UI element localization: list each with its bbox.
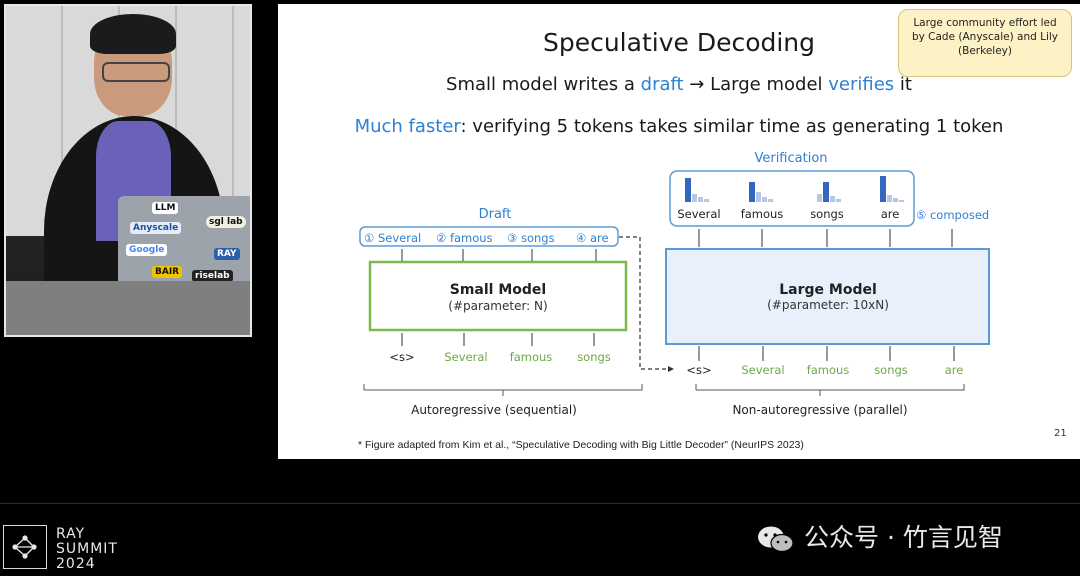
draft-token: ② famous (436, 231, 493, 245)
small-input: Several (444, 350, 487, 364)
large-model-title: Large Model (779, 282, 877, 298)
small-input: songs (577, 350, 611, 364)
sticker-bair: BAIR (152, 266, 183, 278)
speaker-hair (90, 14, 176, 54)
small-input: famous (510, 350, 553, 364)
draft-token: ① Several (364, 231, 421, 245)
large-model-arrows (698, 229, 955, 361)
laptop: LLM Anyscale sgl lab BAIR RAY riselab Go… (118, 196, 250, 286)
page-number: 21 (1054, 428, 1067, 439)
slide-subtitle-1: Small model writes a draft → Large model… (446, 74, 912, 95)
sticker-ray: RAY (214, 248, 240, 260)
large-input: Several (741, 363, 784, 377)
sticker-llm: LLM (152, 202, 179, 214)
event-footer: RAY SUMMIT 2024 公众号 · 竹言见智 (0, 503, 1080, 576)
slide-title: Speculative Decoding (542, 28, 816, 57)
wechat-watermark: 公众号 · 竹言见智 (756, 518, 1003, 554)
extra-token: ⑤ composed (916, 208, 989, 222)
verify-token: famous (741, 207, 784, 221)
verify-bars (685, 176, 904, 202)
draft-token-box (359, 226, 619, 247)
draft-token: ④ are (576, 231, 609, 245)
verify-token: songs (810, 207, 844, 221)
presentation-slide: Speculative Decoding Small model writes … (278, 4, 1080, 459)
small-caption: Autoregressive (sequential) (411, 403, 577, 417)
verify-token: Several (677, 207, 720, 221)
wechat-icon (756, 524, 796, 554)
small-input: <s> (389, 350, 414, 364)
draft-token: ③ songs (507, 231, 555, 245)
draft-label: Draft (479, 207, 512, 222)
large-input: <s> (686, 363, 711, 377)
large-model-box (665, 248, 990, 345)
large-caption: Non-autoregressive (parallel) (732, 403, 907, 417)
large-caption-brace (695, 384, 965, 396)
speaker-video: LLM Anyscale sgl lab BAIR RAY riselab Go… (4, 4, 252, 337)
sticker-anyscale: Anyscale (130, 222, 182, 234)
large-input: songs (874, 363, 908, 377)
sticker-google: Google (126, 244, 168, 256)
slide-subtitle-2: Much faster: verifying 5 tokens takes si… (354, 116, 1004, 137)
ray-logo-icon (3, 525, 47, 569)
small-caption-brace (363, 384, 643, 396)
footnote: * Figure adapted from Kim et al., “Specu… (358, 439, 804, 451)
large-model-params: (#parameter: 10xN) (767, 298, 889, 312)
large-input: are (945, 363, 964, 377)
draft-to-verify-connector (619, 236, 668, 370)
podium (6, 281, 250, 335)
small-model-title: Small Model (450, 282, 546, 298)
small-model-box (368, 260, 628, 332)
credit-note: Large community effort led by Cade (Anys… (898, 9, 1072, 77)
speculative-decoding-diagram: Draft ① Several ② famous ③ songs ④ are S… (359, 151, 990, 417)
verification-label: Verification (754, 151, 827, 166)
verify-token: are (881, 207, 900, 221)
event-name: RAY SUMMIT 2024 (56, 526, 118, 572)
large-input: famous (807, 363, 850, 377)
sticker-riselab: riselab (192, 270, 233, 282)
small-model-arrows (401, 249, 597, 346)
verification-box (669, 170, 915, 227)
sticker-sgllab: sgl lab (206, 216, 246, 228)
speaker-glasses (102, 62, 170, 82)
small-model-params: (#parameter: N) (448, 299, 547, 313)
